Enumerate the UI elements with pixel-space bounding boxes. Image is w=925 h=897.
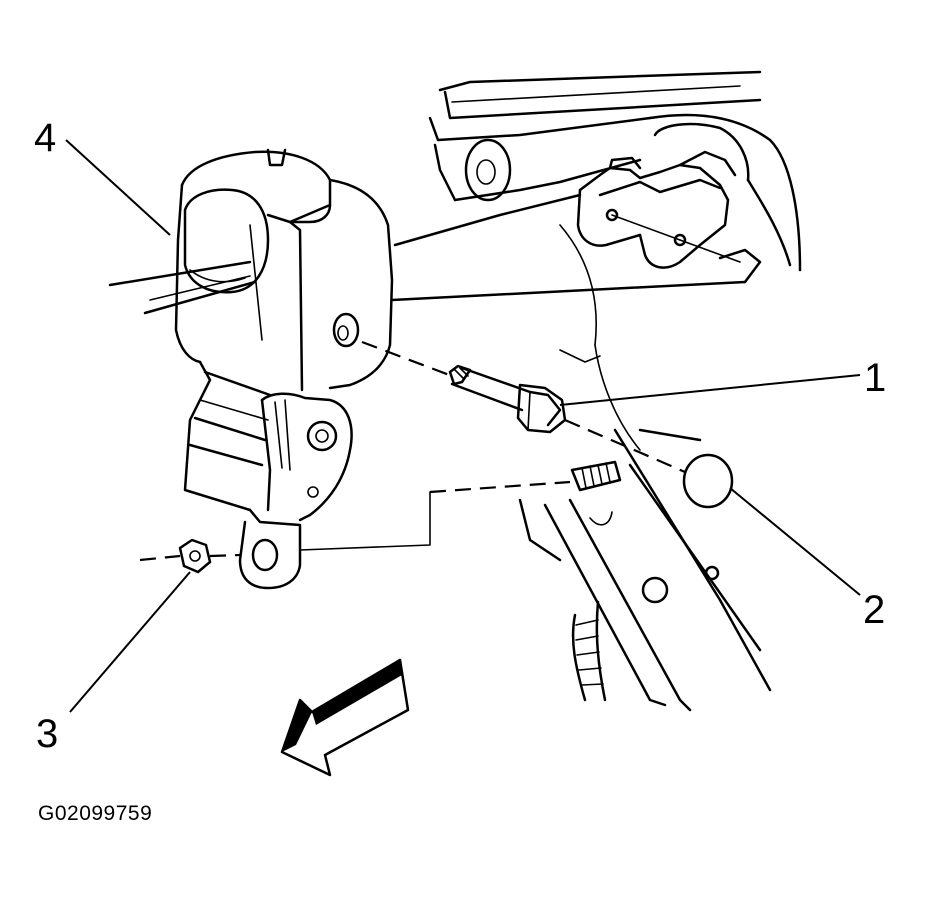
figure-id-label: G02099759 bbox=[38, 802, 153, 825]
body-panel bbox=[390, 70, 802, 451]
leader-lines bbox=[65, 139, 861, 713]
wiring-harness bbox=[571, 600, 607, 702]
mounting-bracket bbox=[576, 150, 741, 269]
nut bbox=[178, 538, 212, 574]
cap bbox=[682, 453, 734, 509]
callout-3-label: 3 bbox=[36, 712, 59, 756]
front-arrow-icon bbox=[280, 658, 410, 777]
callout-1-label: 1 bbox=[864, 356, 887, 400]
callout-2-label: 2 bbox=[863, 588, 886, 632]
callout-4-label: 4 bbox=[34, 116, 57, 160]
bolt bbox=[448, 364, 567, 434]
stud bbox=[570, 460, 622, 492]
retractor-assembly bbox=[108, 148, 394, 590]
assembly-lines bbox=[139, 340, 686, 562]
b-pillar bbox=[518, 428, 772, 712]
